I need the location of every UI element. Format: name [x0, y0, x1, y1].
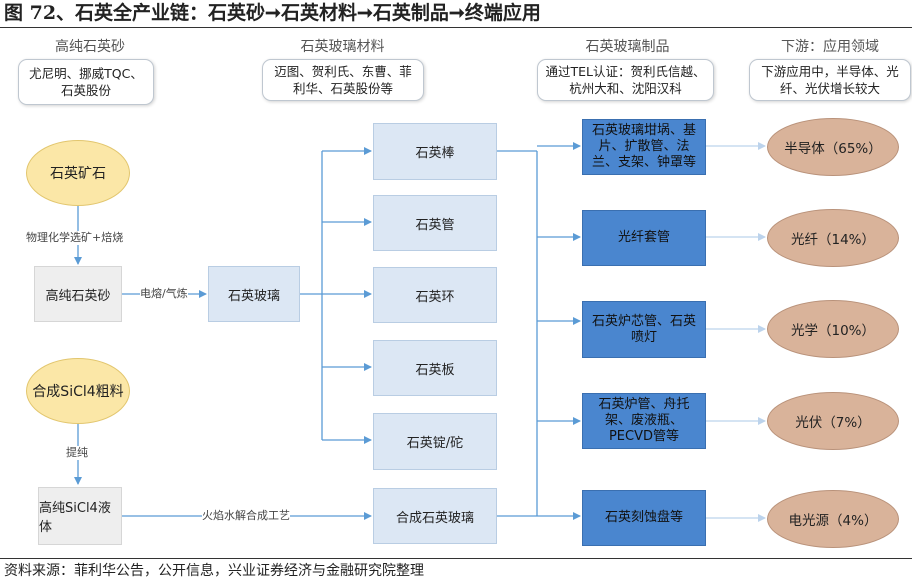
tier-downstream-note: 下游应用中，半导体、光纤、光伏增长较大: [749, 59, 911, 101]
tier-material-suppliers: 迈图、贺利氏、东曹、菲利华、石英股份等: [262, 59, 424, 101]
node-high-purity-sand: 高纯石英砂: [34, 266, 122, 322]
tier-product-suppliers: 通过TEL认证：贺利氏信越、杭州大和、沈阳汉科: [537, 59, 714, 101]
header-downstream: 下游：应用领域: [781, 39, 879, 55]
material-item: 石英板: [373, 340, 497, 396]
product-item: 光纤套管: [582, 210, 706, 266]
node-quartz-glass: 石英玻璃: [208, 266, 300, 322]
process-label-hydrolysis: 火焰水解合成工艺: [202, 509, 290, 523]
node-quartz-ore: 石英矿石: [26, 140, 130, 206]
material-item: 石英棒: [373, 123, 497, 180]
application-semiconductor: 半导体（65%）: [767, 118, 899, 176]
node-sicl4-crude: 合成SiCl4粗料: [26, 358, 130, 424]
source-note: 资料来源：菲利华公告，公开信息，兴业证券经济与金融研究院整理: [4, 563, 424, 579]
node-sicl4-liquid: 高纯SiCl4液体: [38, 487, 122, 545]
product-item: 石英炉芯管、石英喷灯: [582, 301, 706, 358]
header-product: 石英玻璃制品: [585, 39, 670, 55]
header-material: 石英玻璃材料: [300, 39, 385, 55]
footer-rule: [0, 558, 912, 559]
application-photovoltaic: 光伏（7%）: [767, 392, 899, 450]
figure-title: 图 72、石英全产业链：石英砂➞石英材料➞石英制品➞终端应用: [4, 2, 541, 24]
product-item: 石英玻璃坩埚、基片、扩散管、法兰、支架、钟罩等: [582, 119, 706, 175]
application-optics: 光学（10%）: [767, 300, 899, 358]
process-label-fusion: 电熔/气炼: [140, 287, 188, 301]
tier-sand-suppliers: 尤尼明、挪威TQC、石英股份: [18, 59, 154, 105]
header-sand: 高纯石英砂: [55, 39, 125, 55]
process-label-beneficiation: 物理化学选矿+焙烧: [26, 231, 124, 245]
product-item: 石英刻蚀盘等: [582, 490, 706, 546]
material-item: 石英管: [373, 195, 497, 251]
application-optical-fiber: 光纤（14%）: [767, 209, 899, 267]
process-label-purify: 提纯: [66, 446, 88, 460]
application-electric-light: 电光源（4%）: [767, 490, 899, 548]
title-rule: [0, 27, 912, 28]
product-item: 石英炉管、舟托架、废液瓶、PECVD管等: [582, 393, 706, 449]
node-synthetic-glass: 合成石英玻璃: [373, 488, 497, 544]
material-item: 石英锭/砣: [373, 413, 497, 470]
material-item: 石英环: [373, 267, 497, 323]
